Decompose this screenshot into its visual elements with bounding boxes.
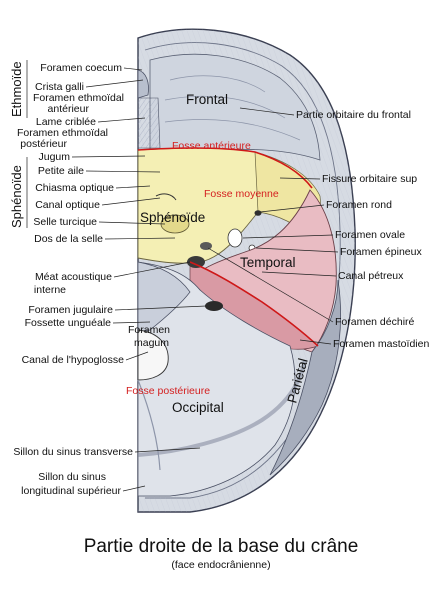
label-sillon-sinus-longitudinal-2: longitudinal supérieur: [21, 485, 121, 497]
label-dos-de-la-selle: Dos de la selle: [34, 233, 103, 245]
sphenoid-side-label: Sphénoïde: [9, 165, 24, 228]
label-middle-fossa: Fosse moyenne: [204, 188, 279, 200]
left-leader-lines: [71, 67, 207, 492]
label-sphenoid: Sphénoïde: [140, 210, 205, 225]
ethmoid-side-label: Ethmoïde: [9, 61, 24, 117]
foramen-magnum: [137, 329, 169, 381]
label-jugum: Jugum: [38, 151, 70, 163]
label-foramen-ovale: Foramen ovale: [335, 229, 405, 241]
anterior-fossa-boundary: [137, 147, 313, 189]
label-petite-aile: Petite aile: [38, 165, 84, 177]
label-foramen-mastoidien: Foramen mastoïdien: [333, 338, 429, 350]
foramen-ovale: [227, 228, 243, 248]
occipital-region: [137, 261, 307, 497]
label-foramen-ethmoidal-posterior-2: postérieur: [20, 138, 67, 150]
label-foramen-magnum-2: magum: [134, 337, 169, 349]
foramen-rotundum: [254, 210, 262, 216]
clivus: [137, 261, 191, 333]
temporal-region: [187, 189, 337, 353]
posterior-fossa: [137, 261, 296, 497]
occipital-crest: [137, 379, 161, 471]
label-foramen-ethmoidal-anterior-1: Foramen ethmoïdal: [33, 92, 124, 104]
label-meat-acoustique-1: Méat acoustique: [35, 271, 112, 283]
label-temporal: Temporal: [240, 255, 296, 270]
label-sillon-sinus-longitudinal-1: Sillon du sinus: [38, 471, 106, 483]
label-foramen-magnum-1: Foramen: [128, 324, 170, 336]
crista-galli: [137, 69, 149, 99]
optic-canal: [155, 193, 177, 201]
right-leader-lines: [207, 107, 339, 345]
figure-title: Partie droite de la base du crâne: [84, 536, 359, 557]
internal-acoustic-meatus: [187, 256, 205, 268]
label-foramen-dechire: Foramen déchiré: [335, 316, 415, 328]
label-foramen-ethmoidal-anterior-2: antérieur: [48, 103, 90, 115]
label-sillon-sinus-transverse: Sillon du sinus transverse: [13, 446, 133, 458]
right-labels: Partie orbitaire du frontal Fissure orbi…: [296, 109, 429, 350]
label-canal-optique: Canal optique: [35, 199, 100, 211]
left-labels: Foramen coecum Crista galli Foramen ethm…: [13, 62, 170, 497]
label-partie-orbitaire: Partie orbitaire du frontal: [296, 109, 411, 121]
label-lame-criblee: Lame criblée: [36, 116, 96, 128]
label-canal-hypoglosse: Canal de l'hypoglosse: [22, 354, 125, 366]
cribriform-plate: [137, 97, 161, 149]
label-meat-acoustique-2: interne: [34, 284, 66, 296]
frontal-region: [137, 53, 321, 161]
fossa-boundaries: [137, 147, 319, 347]
label-anterior-fossa: Fosse antérieure: [172, 140, 251, 152]
label-canal-petreux: Canal pétreux: [338, 270, 404, 282]
foramen-lacerum: [200, 242, 212, 250]
label-foramen-rond: Foramen rond: [326, 199, 392, 211]
jugular-foramen: [205, 301, 223, 311]
label-foramen-jugulaire: Foramen jugulaire: [28, 304, 113, 316]
label-posterior-fossa: Fosse postérieure: [126, 385, 210, 397]
label-foramen-coecum: Foramen coecum: [40, 62, 122, 74]
label-selle-turcique: Selle turcique: [33, 216, 97, 228]
label-frontal: Frontal: [186, 92, 228, 107]
figure-subtitle: (face endocrânienne): [171, 559, 270, 571]
parietal-strip: [269, 279, 341, 476]
label-chiasma-optique: Chiasma optique: [35, 182, 114, 194]
transverse-sinus-groove: [137, 359, 307, 457]
frontal-orbital-ridges: [164, 75, 301, 141]
label-crista-galli: Crista galli: [35, 81, 84, 93]
label-fissure-orbitaire-sup: Fissure orbitaire sup: [322, 173, 417, 185]
label-foramen-ethmoidal-posterior-1: Foramen ethmoïdal: [17, 127, 108, 139]
label-fossette-ungueale: Fossette unguéale: [25, 317, 112, 329]
middle-fossa-boundary: [189, 261, 319, 347]
label-occipital: Occipital: [172, 400, 224, 415]
label-foramen-epineux: Foramen épineux: [340, 246, 422, 258]
